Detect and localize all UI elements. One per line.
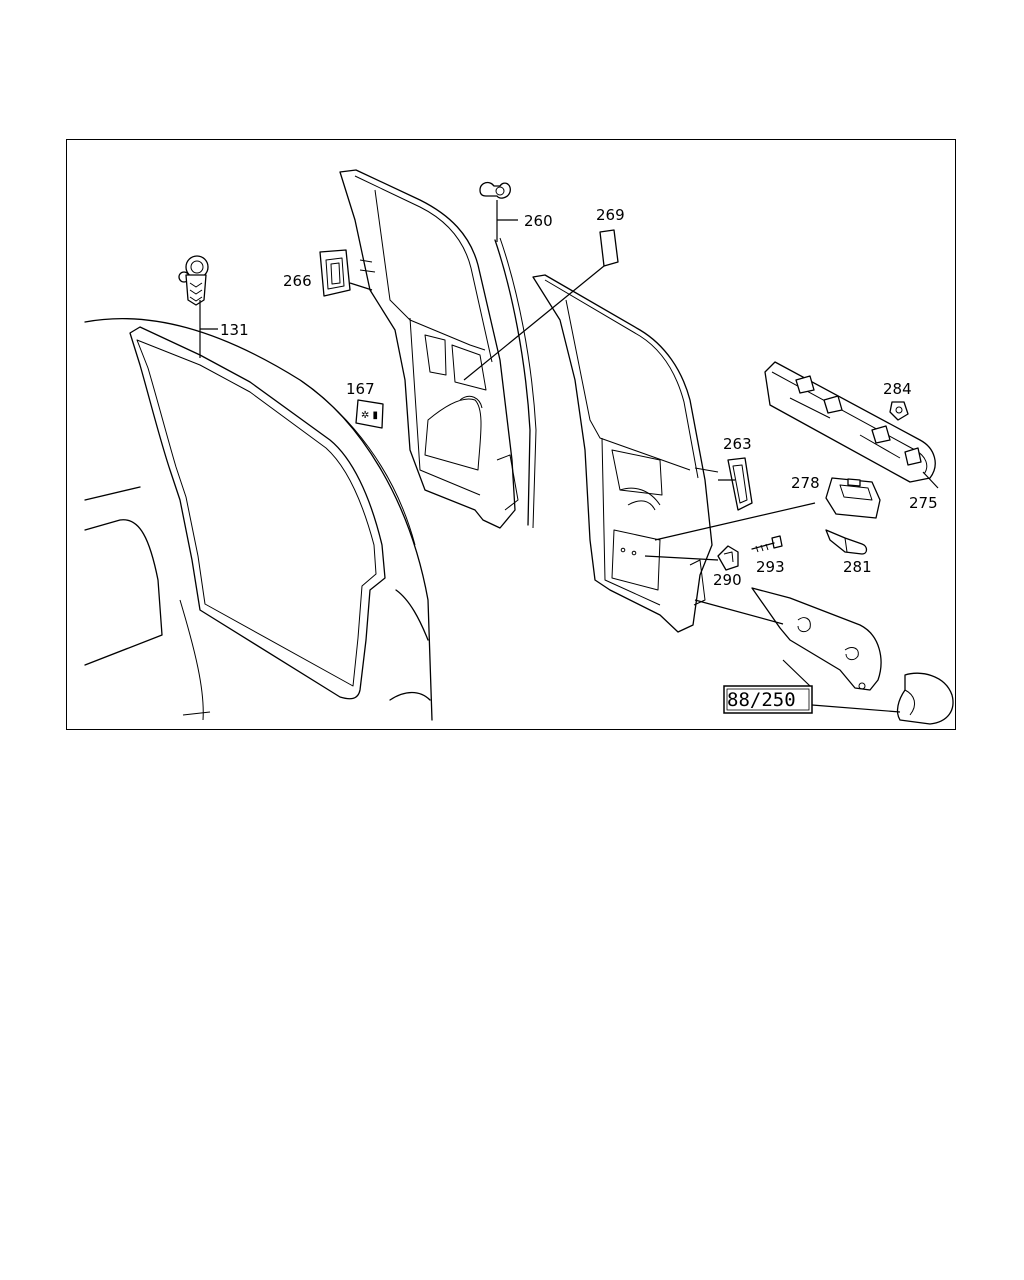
clip-290-icon bbox=[717, 545, 739, 571]
handle-266-icon bbox=[319, 249, 351, 297]
strip-275-drawing bbox=[764, 361, 936, 483]
door-seal-131 bbox=[129, 326, 386, 700]
door-panel-drawing bbox=[532, 274, 719, 633]
part-label-131: 131 bbox=[220, 321, 249, 339]
switch-167-icon: ✲ ▮ bbox=[355, 399, 384, 429]
bulb-281-icon bbox=[825, 529, 868, 555]
part-label-266: 266 bbox=[283, 272, 312, 290]
part-label-260: 260 bbox=[524, 212, 553, 230]
nut-284-icon bbox=[889, 401, 909, 421]
part-label-275: 275 bbox=[909, 494, 938, 512]
part-label-278: 278 bbox=[791, 474, 820, 492]
vehicle-body-drawing bbox=[84, 317, 433, 721]
trim-panel-drawing bbox=[751, 587, 882, 691]
part-label-167: 167 bbox=[346, 380, 375, 398]
clip-260-icon bbox=[479, 181, 511, 199]
cap-drawing bbox=[896, 672, 954, 725]
cover-269-icon bbox=[599, 229, 619, 267]
part-label-293: 293 bbox=[756, 558, 785, 576]
lamp-278-icon bbox=[825, 477, 881, 519]
reference-box-label: 88/250 bbox=[727, 689, 796, 711]
screw-293-icon bbox=[751, 535, 783, 553]
leader-lines bbox=[199, 200, 939, 713]
door-frame-drawing bbox=[339, 169, 519, 529]
diagram-frame bbox=[66, 139, 956, 730]
svg-text:✲ ▮: ✲ ▮ bbox=[361, 410, 378, 421]
part-label-281: 281 bbox=[843, 558, 872, 576]
part-label-290: 290 bbox=[713, 571, 742, 589]
clip-131-icon bbox=[178, 255, 209, 306]
reference-box[interactable]: 88/250 bbox=[723, 685, 813, 714]
part-label-269: 269 bbox=[596, 206, 625, 224]
weatherstrip-260 bbox=[494, 237, 537, 529]
part-label-284: 284 bbox=[883, 380, 912, 398]
part-label-263: 263 bbox=[723, 435, 752, 453]
insert-263-icon bbox=[727, 457, 753, 511]
